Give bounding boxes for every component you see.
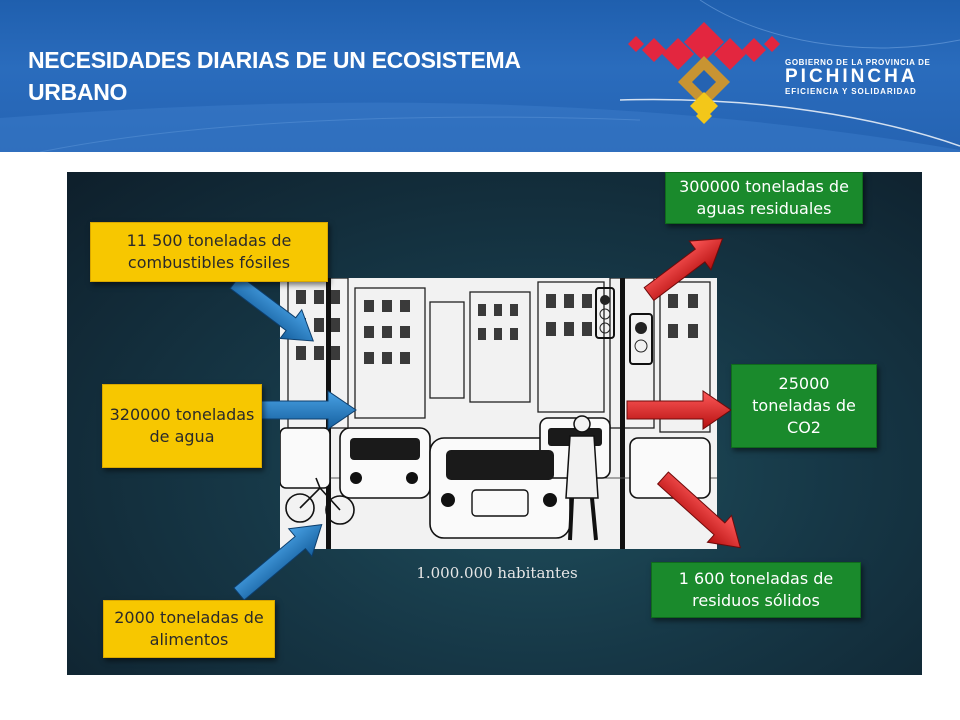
output-co2-box: 25000 toneladas de CO2 bbox=[731, 364, 877, 448]
logo-line-pichincha: PICHINCHA bbox=[785, 66, 918, 87]
pichincha-logo-icon bbox=[628, 22, 780, 124]
input-water-box: 320000 toneladas de agua bbox=[102, 384, 262, 468]
logo-line-slogan: EFICIENCIA Y SOLIDARIDAD bbox=[785, 87, 917, 96]
input-fuel-box: 11 500 toneladas de combustibles fósiles bbox=[90, 222, 328, 282]
input-food-box: 2000 toneladas de alimentos bbox=[103, 600, 275, 658]
urban-ecosystem-diagram: 11 500 toneladas de combustibles fósiles… bbox=[67, 172, 922, 675]
population-caption: 1.000.000 habitantes bbox=[416, 564, 578, 582]
output-solid-waste-box: 1 600 toneladas de residuos sólidos bbox=[651, 562, 861, 618]
flow-arrows bbox=[229, 238, 741, 601]
header-swoosh-decoration bbox=[0, 0, 960, 152]
slide-header: NECESIDADES DIARIAS DE UN ECOSISTEMA URB… bbox=[0, 0, 960, 152]
arrow-water-input bbox=[249, 390, 357, 430]
logo-line-government: GOBIERNO DE LA PROVINCIA DE bbox=[785, 58, 931, 67]
arrow-fuel-input bbox=[229, 274, 315, 342]
arrow-food-input bbox=[233, 523, 323, 601]
pichincha-logo-text: GOBIERNO DE LA PROVINCIA DE PICHINCHA EF… bbox=[785, 58, 930, 96]
slide-title: NECESIDADES DIARIAS DE UN ECOSISTEMA URB… bbox=[28, 47, 520, 105]
arrow-solid-waste-output bbox=[656, 471, 741, 549]
arrow-wastewater-output bbox=[643, 238, 724, 302]
arrow-co2-output bbox=[626, 390, 732, 430]
output-wastewater-box: 300000 toneladas de aguas residuales bbox=[665, 172, 863, 224]
